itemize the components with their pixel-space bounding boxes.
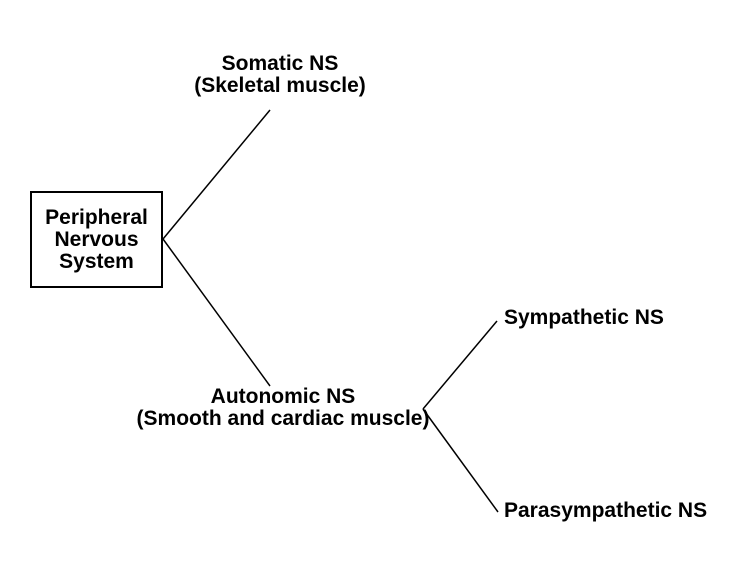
node-autonomic-ns: Autonomic NS (Smooth and cardiac muscle) (137, 386, 430, 430)
root-label-line-1: Peripheral (45, 205, 148, 229)
connector-root-to-somatic (162, 109, 271, 240)
node-parasympathetic-ns: Parasympathetic NS (504, 500, 707, 522)
autonomic-label: Autonomic NS (210, 385, 356, 408)
autonomic-sublabel: (Smooth and cardiac muscle) (136, 407, 430, 430)
somatic-sublabel: (Skeletal muscle) (194, 74, 366, 97)
node-somatic-ns: Somatic NS (Skeletal muscle) (194, 53, 366, 97)
root-node-peripheral-nervous-system: Peripheral Nervous System (30, 191, 163, 288)
root-label-line-3: System (59, 249, 134, 273)
somatic-label: Somatic NS (221, 52, 339, 75)
connector-root-to-autonomic (162, 238, 271, 387)
node-sympathetic-ns: Sympathetic NS (504, 307, 664, 329)
connector-autonomic-to-sympathetic (422, 320, 498, 410)
root-label-line-2: Nervous (54, 227, 139, 251)
connector-autonomic-to-parasympathetic (422, 408, 499, 513)
sympathetic-label: Sympathetic NS (504, 306, 664, 329)
parasympathetic-label: Parasympathetic NS (504, 499, 708, 522)
